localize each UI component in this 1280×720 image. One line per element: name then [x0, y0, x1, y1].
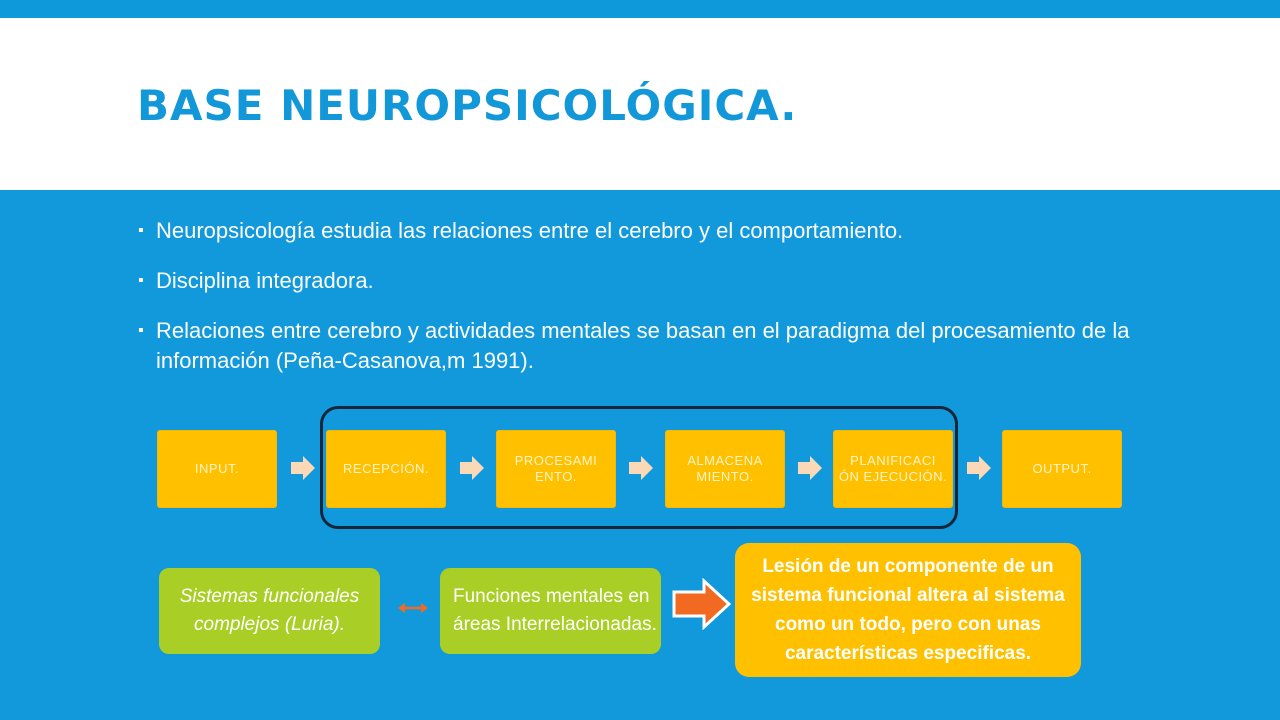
mental-functions-box: Funciones mentales en áreas Interrelacio…: [440, 568, 661, 654]
flow-step-reception: RECEPCIÓN.: [326, 430, 446, 508]
arrow-right-icon: [672, 578, 732, 630]
flow-step-output: OUTPUT.: [1002, 430, 1122, 508]
bullet-marker: ▪: [138, 272, 144, 289]
bullet-item: ▪ Neuropsicología estudia las relaciones…: [136, 216, 1136, 246]
chevron-right-icon: [460, 456, 484, 480]
bullet-item: ▪ Relaciones entre cerebro y actividades…: [136, 316, 1136, 376]
bullet-item: ▪ Disciplina integradora.: [136, 266, 1136, 296]
complex-systems-box: Sistemas funcionales complejos (Luria).: [159, 568, 380, 654]
bullet-list: ▪ Neuropsicología estudia las relaciones…: [136, 216, 1136, 396]
flow-step-processing: PROCESAMI ENTO.: [496, 430, 616, 508]
bullet-text: Relaciones entre cerebro y actividades m…: [156, 318, 1130, 373]
flow-step-planning: PLANIFICACI ÓN EJECUCIÓN.: [833, 430, 953, 508]
double-arrow-icon: [398, 603, 428, 613]
title-area: [0, 18, 1280, 190]
flow-step-storage: ALMACENA MIENTO.: [665, 430, 785, 508]
flow-step-label: INPUT.: [194, 461, 240, 476]
flow-step-label: PROCESAMI ENTO.: [514, 453, 598, 484]
bullet-text: Disciplina integradora.: [156, 268, 374, 293]
flow-step-label: OUTPUT.: [1032, 461, 1092, 476]
flow-step-input: INPUT.: [157, 430, 277, 508]
processing-group-frame: [320, 406, 958, 529]
complex-systems-text: Sistemas funcionales complejos (Luria).: [179, 586, 360, 635]
chevron-right-icon: [291, 456, 315, 480]
lesion-box: Lesión de un componente de un sistema fu…: [735, 543, 1081, 677]
bullet-text: Neuropsicología estudia las relaciones e…: [156, 218, 904, 243]
flow-step-label: PLANIFICACI ÓN EJECUCIÓN.: [838, 453, 948, 484]
top-accent-stripe: [0, 0, 1280, 18]
slide-title: BASE NEUROPSICOLÓGICA.: [137, 81, 798, 130]
chevron-right-icon: [798, 456, 822, 480]
flow-step-label: RECEPCIÓN.: [343, 461, 429, 476]
bullet-marker: ▪: [138, 322, 144, 339]
chevron-right-icon: [629, 456, 653, 480]
lesion-text: Lesión de un componente de un sistema fu…: [751, 556, 1065, 664]
bullet-marker: ▪: [138, 222, 144, 239]
mental-functions-text: Funciones mentales en áreas Interrelacio…: [453, 586, 657, 635]
chevron-right-icon: [967, 456, 991, 480]
flow-step-label: ALMACENA MIENTO.: [687, 453, 763, 484]
